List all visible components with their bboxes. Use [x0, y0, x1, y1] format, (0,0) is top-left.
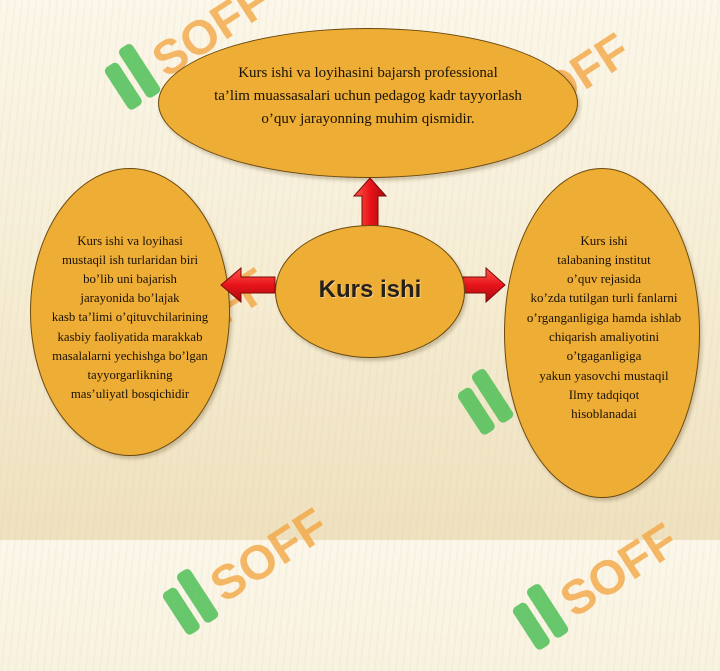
left-definition-text: Kurs ishi va loyihasi mustaqil ish turla…: [51, 233, 209, 402]
arrows-layer: [220, 177, 506, 304]
center-topic-ellipse: Kurs ishi: [275, 225, 465, 358]
right-definition-ellipse: Kurs ishi talabaning institut o’quv reja…: [504, 168, 700, 498]
arrow-up-icon: [352, 177, 388, 227]
top-definition-ellipse: Kurs ishi va loyihasini bajarsh professi…: [158, 28, 578, 178]
arrow-right-icon: [462, 266, 506, 304]
right-definition-text: Kurs ishi talabaning institut o’quv reja…: [526, 232, 682, 422]
center-topic-title: Kurs ishi: [318, 276, 422, 303]
top-definition-text: Kurs ishi va loyihasini bajarsh professi…: [214, 64, 522, 127]
arrow-left-icon: [220, 266, 276, 304]
left-definition-ellipse: Kurs ishi va loyihasi mustaqil ish turla…: [30, 168, 230, 456]
